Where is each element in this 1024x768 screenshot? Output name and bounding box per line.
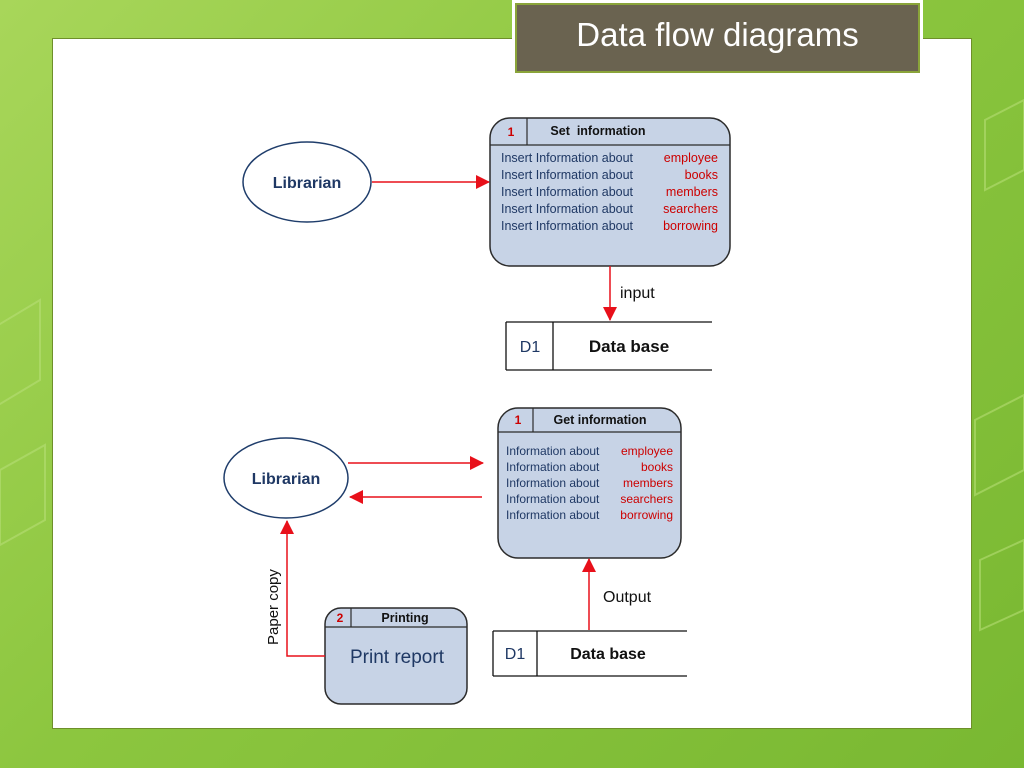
process-row-prefix: Information about	[506, 492, 600, 506]
librarian-label-bottom: Librarian	[252, 471, 320, 488]
process-number-top: 1	[508, 125, 515, 139]
print-process-body: Print report	[350, 647, 445, 668]
process-row-prefix: Insert Information about	[501, 185, 634, 199]
datastore-id-top: D1	[520, 339, 541, 356]
process-row-prefix: Information about	[506, 460, 600, 474]
librarian-entity-bottom	[223, 437, 349, 519]
process-row-item: searchers	[663, 202, 718, 216]
process-row-item: books	[685, 168, 718, 182]
datastore-name-bottom: Data base	[570, 646, 646, 663]
arrow-print-to-librarian	[280, 520, 325, 657]
process-row-item: employee	[664, 151, 718, 165]
datastore-bottom: D1 Data base	[492, 630, 687, 677]
process-row-item: borrowing	[620, 508, 673, 522]
datastore-top: D1 Data base	[505, 321, 712, 371]
process-number-bottom: 1	[515, 413, 522, 427]
process-row-prefix: Information about	[506, 444, 600, 458]
librarian-label-top: Librarian	[273, 175, 341, 192]
process-row-item: books	[641, 460, 673, 474]
librarian-entity-top	[242, 141, 372, 223]
print-process-title: Printing	[381, 611, 428, 625]
datastore-name-top: Data base	[589, 337, 669, 356]
process-row-item: borrowing	[663, 219, 718, 233]
datastore-id-bottom: D1	[505, 646, 526, 663]
process-row-prefix: Insert Information about	[501, 151, 634, 165]
set-information-process: 1 Set information Insert Information abo…	[489, 117, 731, 267]
process-row-item: searchers	[620, 492, 673, 506]
process-row-item: members	[623, 476, 673, 490]
top-diagram: Librarian 1 Set information Insert Infor…	[242, 117, 731, 371]
process-row-item: employee	[621, 444, 673, 458]
process-row-item: members	[666, 185, 718, 199]
flow-label-output: Output	[603, 589, 652, 606]
title-banner: Data flow diagrams	[512, 0, 923, 76]
printing-process: 2 Printing Print report	[324, 607, 468, 705]
process-row-prefix: Information about	[506, 508, 600, 522]
process-row-prefix: Insert Information about	[501, 202, 634, 216]
process-title-bottom: Get information	[553, 413, 646, 427]
flow-label-input: input	[620, 285, 655, 302]
bottom-diagram: Librarian 1 Get information Information …	[223, 407, 687, 705]
page-title: Data flow diagrams	[515, 3, 920, 73]
print-process-number: 2	[337, 611, 344, 625]
process-row-prefix: Insert Information about	[501, 168, 634, 182]
process-title-top: Set information	[550, 124, 645, 138]
paper-copy-label: Paper copy	[265, 569, 282, 645]
process-row-prefix: Insert Information about	[501, 219, 634, 233]
process-row-prefix: Information about	[506, 476, 600, 490]
get-information-process: 1 Get information Information about emplo…	[497, 407, 682, 559]
